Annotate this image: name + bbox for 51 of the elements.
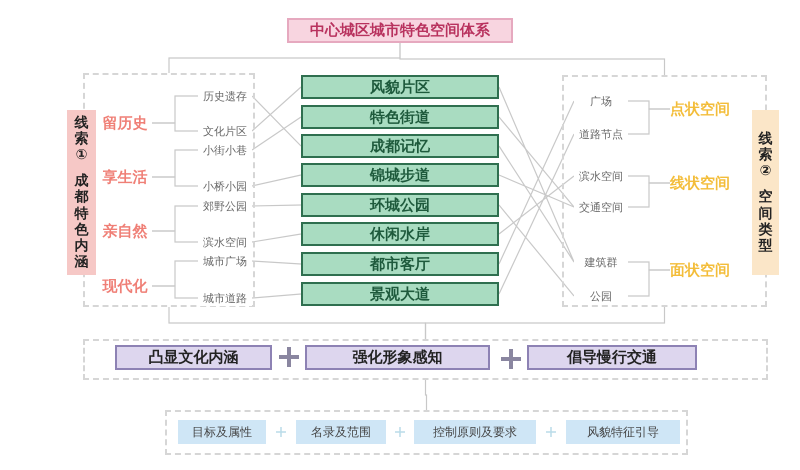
feature-box: 环城公园 (301, 193, 499, 217)
guide-box: 控制原则及要求 (414, 420, 536, 444)
connector-line (252, 293, 302, 299)
goal-box: 强化形象感知 (305, 345, 490, 370)
guide-box: 风貌特征引导 (566, 420, 680, 444)
vertical-band: 线索① 成都特色内涵 (67, 110, 96, 275)
theme-label: 享生活 (98, 166, 152, 188)
connector-line (399, 43, 666, 75)
feature-box: 成都记忆 (301, 134, 499, 158)
feature-box: 风貌片区 (301, 75, 499, 99)
connector-line (152, 285, 198, 299)
connector-line (498, 134, 575, 294)
theme-label: 现代化 (98, 275, 152, 297)
dashed-group-box (83, 339, 768, 380)
feature-box: 都市客厅 (301, 252, 499, 276)
connector-line (628, 182, 670, 208)
connector-line (152, 230, 198, 243)
connector-line (252, 96, 302, 146)
theme-label: 亲自然 (98, 220, 152, 242)
connector-line (152, 122, 198, 132)
connector-line (628, 269, 670, 297)
feature-box: 景观大道 (301, 282, 499, 306)
connector-line (252, 174, 302, 187)
connector-line (498, 146, 574, 262)
goal-box: 倡导慢行交通 (527, 345, 697, 370)
connector-line (252, 260, 302, 265)
connector-line (498, 204, 574, 296)
space-type-label: 点状空间 (670, 98, 730, 120)
theme-label: 留历史 (98, 112, 152, 134)
connector-line (252, 86, 302, 132)
space-type-label: 线状空间 (670, 172, 730, 194)
connector-line (252, 116, 302, 150)
connector-line (498, 174, 574, 208)
feature-box: 特色街道 (301, 105, 499, 129)
guide-box: 名录及范围 (296, 420, 386, 444)
element-label: 城市道路 (198, 290, 252, 306)
connector-line (252, 233, 302, 243)
connector-line (628, 108, 670, 135)
vertical-band: 线索② 空间类型 (752, 110, 779, 275)
guide-box: 目标及属性 (178, 420, 266, 444)
feature-box: 休闲水岸 (301, 222, 499, 246)
connector-line (152, 176, 198, 187)
space-type-label: 面状空间 (670, 259, 730, 281)
goal-box: 凸显文化内涵 (115, 345, 272, 370)
dashed-group-box (165, 410, 688, 455)
connector-line (424, 380, 428, 410)
connector-line (498, 116, 574, 208)
feature-box: 锦城步道 (301, 163, 499, 187)
connector-line (424, 307, 666, 339)
connector-line (498, 176, 574, 234)
title-box: 中心城区城市特色空间体系 (287, 18, 513, 43)
